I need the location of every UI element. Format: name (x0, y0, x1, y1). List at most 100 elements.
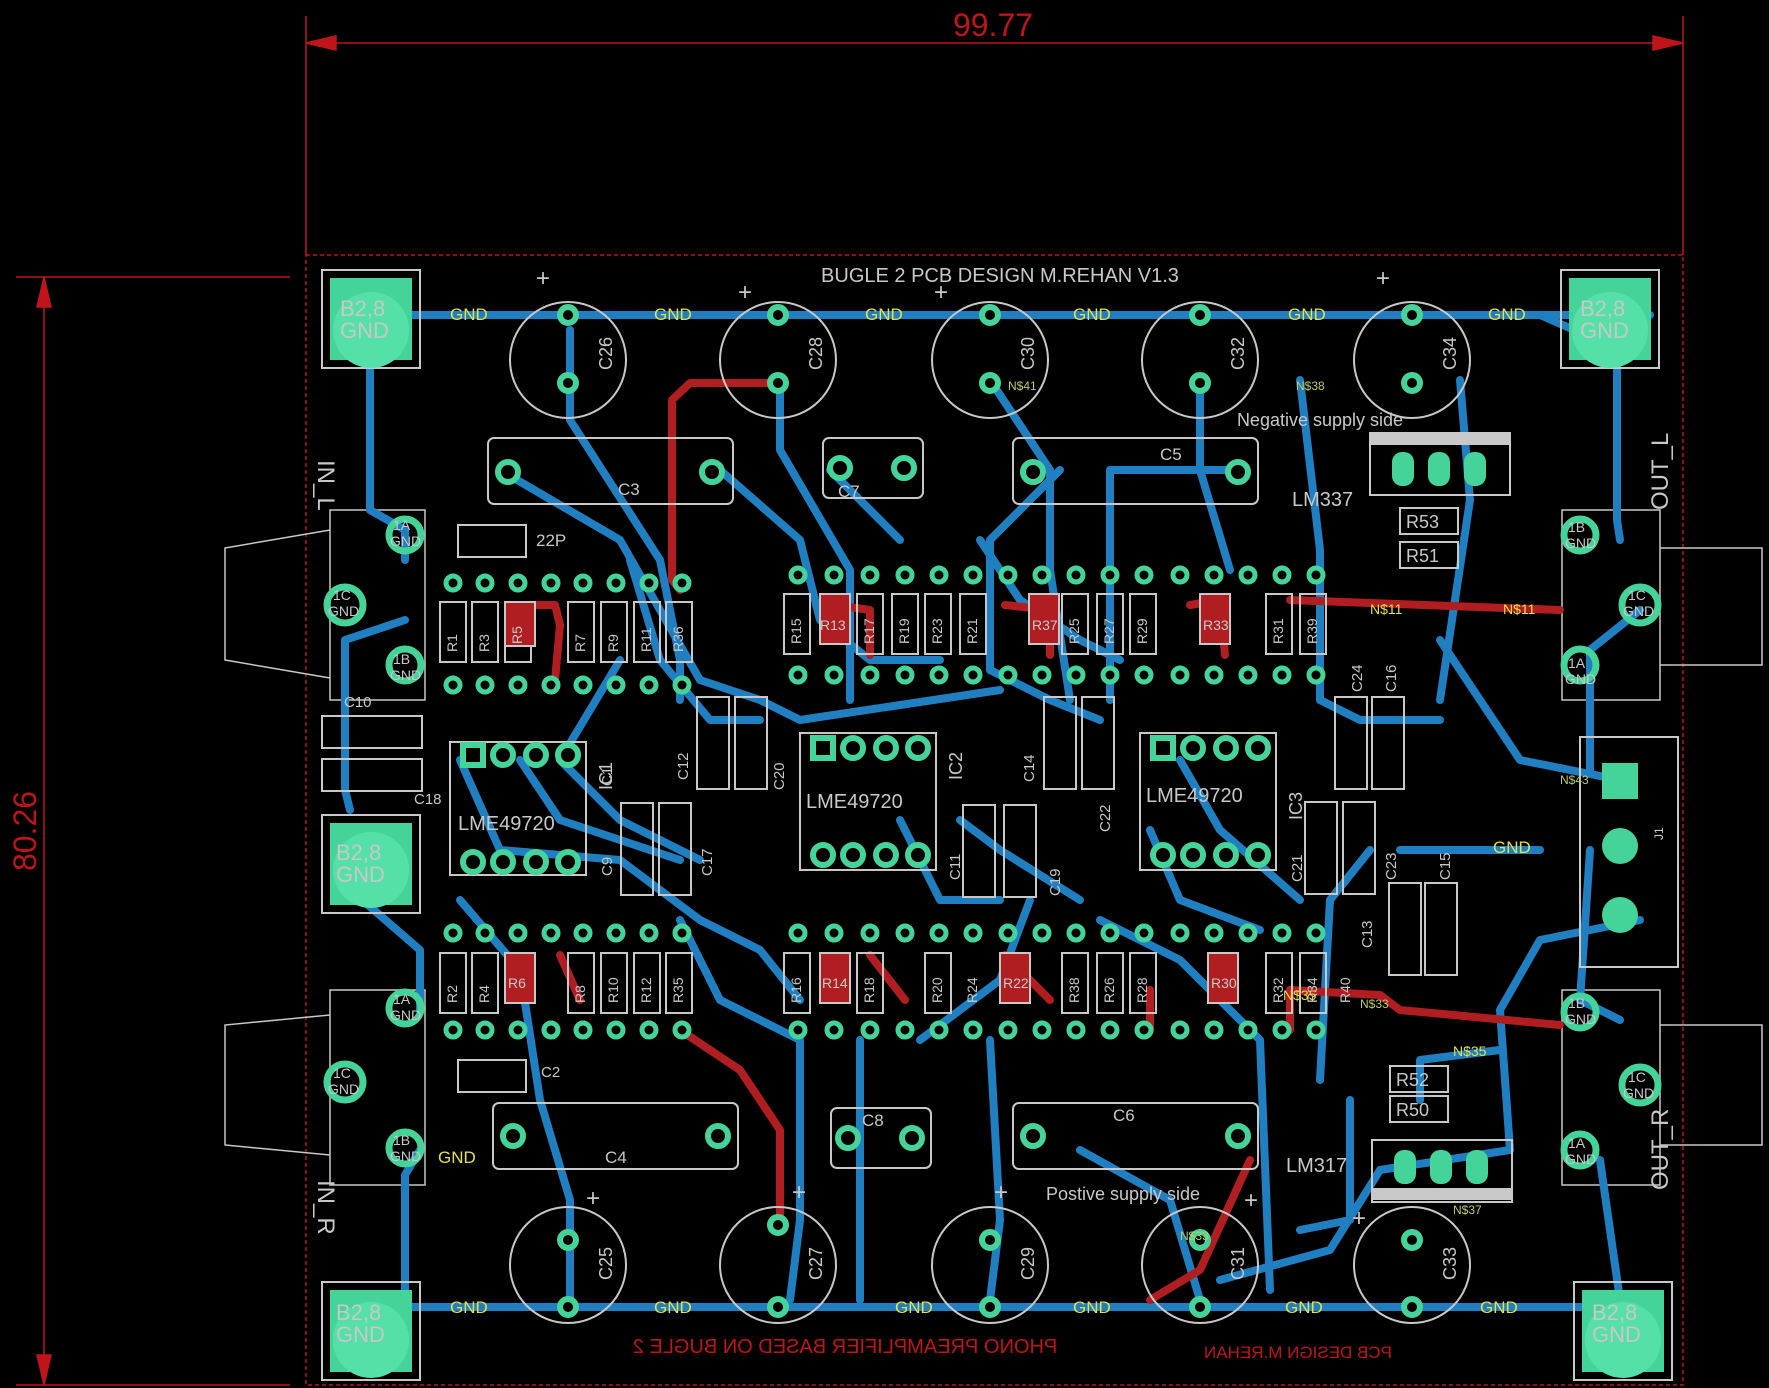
width-dimension-label: 99.77 (953, 7, 1033, 43)
cap-22p-label: 22P (536, 531, 566, 550)
svg-text:1B: 1B (393, 651, 410, 667)
svg-text:C30: C30 (1018, 337, 1038, 370)
svg-text:C6: C6 (1113, 1106, 1135, 1125)
ic-designators: IC1 IC2 IC3 (596, 752, 1306, 820)
in-r-label: IN_R (312, 1180, 339, 1235)
svg-text:GND: GND (1580, 318, 1629, 343)
svg-text:1A: 1A (1568, 1135, 1586, 1151)
svg-text:+: + (934, 279, 948, 306)
film-cap-labels: C3 C7 C5 C4 C8 C6 (605, 445, 1182, 1167)
svg-text:1A: 1A (1568, 655, 1586, 671)
svg-text:R10: R10 (605, 977, 621, 1003)
j1-connector (1579, 736, 1679, 968)
svg-text:+: + (994, 1179, 1008, 1206)
svg-text:GND: GND (450, 1298, 488, 1317)
svg-text:B2,8: B2,8 (340, 296, 385, 321)
svg-text:+: + (1352, 1205, 1366, 1232)
svg-text:C9: C9 (599, 857, 616, 876)
svg-text:R24: R24 (964, 977, 980, 1003)
svg-text:IC3: IC3 (1286, 792, 1306, 820)
regulator-resistor-labels: R53 R51 R52 R50 (1396, 512, 1439, 1120)
jack-pads (323, 515, 1662, 1170)
svg-text:+: + (792, 1179, 806, 1206)
svg-text:GND: GND (654, 1298, 692, 1317)
svg-text:R50: R50 (1396, 1100, 1429, 1120)
svg-text:LME49720: LME49720 (1146, 785, 1243, 807)
svg-text:+: + (738, 279, 752, 306)
svg-text:R40: R40 (1337, 977, 1353, 1003)
svg-text:C13: C13 (1359, 920, 1376, 948)
svg-text:IC2: IC2 (946, 752, 966, 780)
svg-text:C14: C14 (1021, 754, 1038, 782)
svg-text:N$38: N$38 (1296, 379, 1325, 393)
resistors-top-red (504, 593, 1231, 647)
svg-text:C33: C33 (1440, 1247, 1460, 1280)
svg-text:GND: GND (450, 305, 488, 324)
regulator-bottom-label: LM317 (1286, 1155, 1347, 1177)
in-l-label: IN_L (312, 460, 339, 511)
svg-text:GND: GND (1565, 1151, 1596, 1167)
jack-pad-labels: 1A GND 1B GND 1C GND 1A GND 1B GND 1C GN… (328, 517, 1654, 1167)
svg-text:GND: GND (1285, 1298, 1323, 1317)
svg-text:LME49720: LME49720 (806, 791, 903, 813)
svg-text:B2,8: B2,8 (1580, 296, 1625, 321)
svg-text:GND: GND (390, 667, 421, 683)
svg-text:GND: GND (328, 1081, 359, 1097)
svg-text:GND: GND (390, 533, 421, 549)
svg-text:C31: C31 (1228, 1247, 1248, 1280)
svg-text:R11: R11 (638, 627, 654, 652)
resistor-pads (443, 565, 1326, 1040)
svg-text:R9: R9 (605, 634, 621, 652)
board-outline (305, 254, 1684, 1386)
svg-text:R15: R15 (788, 618, 804, 644)
svg-text:R20: R20 (929, 977, 945, 1003)
svg-text:GND: GND (1565, 1011, 1596, 1027)
j1-label: J1 (1652, 827, 1666, 840)
svg-text:R26: R26 (1101, 977, 1117, 1003)
svg-text:GND: GND (1623, 603, 1654, 619)
svg-text:C15: C15 (1437, 852, 1454, 880)
svg-text:N$33: N$33 (1360, 997, 1389, 1011)
svg-text:R1: R1 (444, 634, 460, 652)
svg-text:C3: C3 (618, 480, 640, 499)
regulator-bottom (1371, 1139, 1513, 1203)
svg-text:GND: GND (340, 318, 389, 343)
out-l-label: OUT_L (1647, 433, 1674, 510)
svg-text:R52: R52 (1396, 1070, 1429, 1090)
resistors-bottom (439, 952, 1327, 1014)
svg-text:C29: C29 (1018, 1247, 1038, 1280)
svg-text:R30: R30 (1211, 975, 1237, 991)
svg-text:GND: GND (1073, 1298, 1111, 1317)
svg-text:R3: R3 (476, 634, 492, 652)
svg-text:R32: R32 (1270, 977, 1286, 1003)
svg-text:R16: R16 (788, 977, 804, 1003)
svg-text:R4: R4 (476, 985, 492, 1003)
svg-text:R28: R28 (1134, 977, 1150, 1003)
svg-text:GND: GND (1565, 535, 1596, 551)
resistor-labels-bottom: R2 R4 R6 R8 R10 R12 R35 R16 R14 R18 R20 … (444, 975, 1353, 1003)
svg-text:1C: 1C (333, 587, 351, 603)
svg-text:GND: GND (654, 305, 692, 324)
svg-text:C34: C34 (1440, 337, 1460, 370)
ic-bodies (449, 732, 1277, 876)
svg-text:1C: 1C (1628, 1069, 1646, 1085)
svg-text:N$11: N$11 (1370, 601, 1403, 617)
film-caps (487, 437, 1259, 1170)
svg-text:R39: R39 (1304, 618, 1320, 644)
svg-text:C8: C8 (862, 1111, 884, 1130)
regulator-top (1369, 432, 1511, 496)
svg-text:+: + (1244, 1187, 1258, 1214)
svg-text:N$11: N$11 (1503, 601, 1536, 617)
svg-text:GND: GND (1565, 671, 1596, 687)
svg-text:R14: R14 (822, 975, 848, 991)
svg-text:GND: GND (1493, 838, 1531, 857)
svg-text:B2,8: B2,8 (1592, 1300, 1637, 1325)
svg-text:C11: C11 (947, 854, 964, 880)
bottom-traces (341, 311, 1654, 1311)
svg-text:GND: GND (438, 1148, 476, 1167)
svg-text:N$43: N$43 (1560, 773, 1589, 787)
svg-text:+: + (1376, 265, 1390, 292)
svg-text:LME49720: LME49720 (458, 813, 555, 835)
regulator-resistors (1389, 507, 1459, 1123)
svg-text:R21: R21 (964, 618, 980, 644)
